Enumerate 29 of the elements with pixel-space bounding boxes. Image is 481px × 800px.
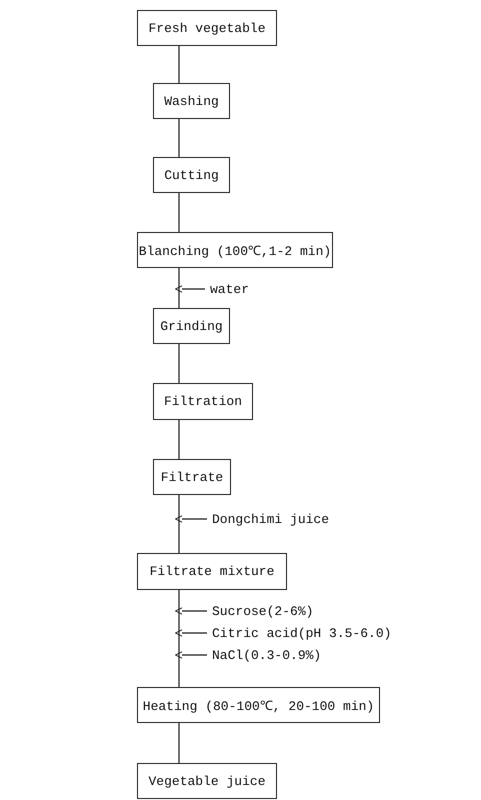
process-box: Filtrate xyxy=(153,459,231,495)
process-box: Filtrate mixture xyxy=(137,553,287,590)
process-box: Filtration xyxy=(153,383,253,420)
arrow xyxy=(175,515,207,523)
connector-line xyxy=(178,268,180,308)
ingredient-label: water xyxy=(210,280,250,298)
connector-line xyxy=(178,46,180,83)
connector-line xyxy=(178,420,180,459)
connector-line xyxy=(178,119,180,157)
ingredient-label: Citric acid(pH 3.5-6.0) xyxy=(212,625,392,641)
ingredient-label: Sucrose(2-6%) xyxy=(212,603,314,619)
process-box: Heating (80-100℃, 20-100 min) xyxy=(137,687,380,723)
process-box: Vegetable juice xyxy=(137,763,277,799)
arrow xyxy=(175,629,207,637)
process-box: Washing xyxy=(153,83,230,119)
connector-line xyxy=(178,193,180,232)
ingredient-label: Dongchimi juice xyxy=(212,510,330,528)
ingredient-label: NaCl(0.3-0.9%) xyxy=(212,647,322,663)
process-box: Fresh vegetable xyxy=(137,10,277,46)
arrow xyxy=(175,285,205,293)
connector-line xyxy=(178,344,180,383)
connector-line xyxy=(178,723,180,763)
process-box: Cutting xyxy=(153,157,230,193)
arrow xyxy=(175,607,207,615)
arrow xyxy=(175,651,207,659)
connector-line xyxy=(178,590,180,687)
connector-line xyxy=(178,495,180,553)
process-box: Grinding xyxy=(153,308,230,344)
process-box: Blanching (100℃,1-2 min) xyxy=(137,232,333,268)
